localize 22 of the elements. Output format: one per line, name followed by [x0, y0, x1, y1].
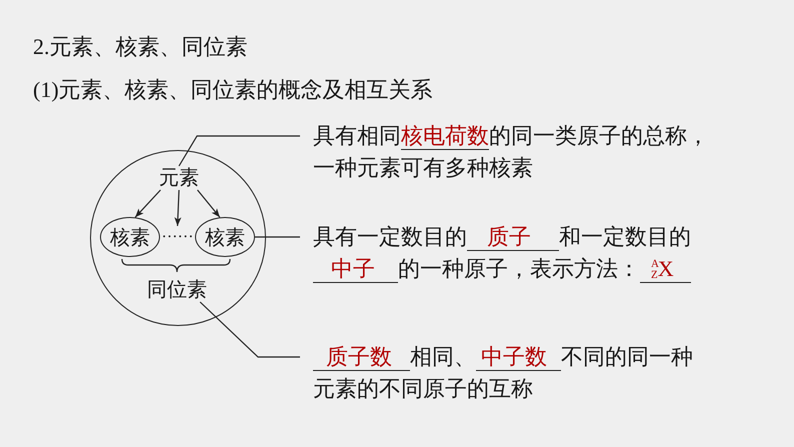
arrow	[197, 190, 220, 218]
leader-line	[255, 236, 300, 238]
answer-field: 质子	[467, 224, 559, 251]
answer-field: 核电荷数	[401, 123, 489, 150]
description-text: 质子数 相同、 中子数 不同的同一种元素的不同原子的互称	[300, 341, 703, 405]
concept-label: 元素	[157, 166, 201, 190]
answer-field: 中子	[313, 256, 398, 283]
leader-line	[178, 135, 300, 166]
nuclide-ellipse: 核素	[195, 217, 255, 257]
arrow	[134, 190, 161, 218]
ellipsis-text: ……	[161, 226, 194, 240]
subheading: (1)元素、核素、同位素的概念及相互关系	[33, 76, 433, 104]
nuclide-ellipse: 核素	[100, 217, 160, 257]
description-text: 具有相同核电荷数的同一类原子的总称，一种元素可有多种核素	[300, 120, 723, 184]
heading: 2.元素、核素、同位素	[33, 33, 248, 61]
answer-field: 质子数	[313, 344, 410, 371]
description-text: 具有一定数目的 质子 和一定数目的 中子 的一种原子，表示方法： $^{A}$$_{Z}$X	[300, 221, 723, 285]
arrow	[174, 190, 182, 226]
concept-label: 同位素	[144, 278, 210, 302]
leader-line	[200, 302, 300, 358]
large-circle	[90, 150, 266, 326]
answer-field: 中子数	[476, 344, 561, 371]
